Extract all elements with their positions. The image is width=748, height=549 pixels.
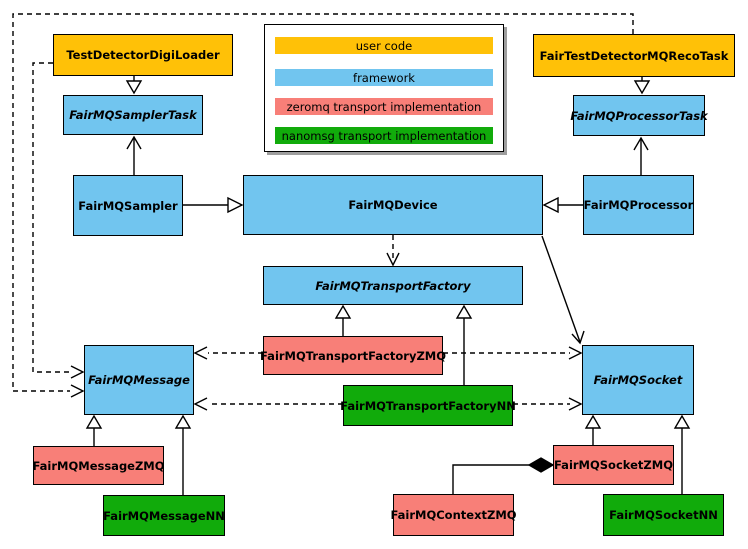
node-fairmqcontextzmq: FairMQContextZMQ [390,494,517,536]
node-fairmqmessagezmq: FairMQMessageZMQ [32,446,165,485]
node-fairmqdevice: FairMQDevice [243,175,543,235]
node-fairmqmessage: FairMQMessage [84,345,194,415]
diamond-socketzmq-context [527,457,555,473]
arrowhead-recotask-message [70,384,85,398]
legend-nanomsg: nanomsg transport implementation [275,127,493,144]
node-fairmqsocketzmq: FairMQSocketZMQ [553,445,674,485]
edge-socketzmq-context [452,464,529,494]
triangle-processortask [633,80,651,95]
triangle-socket-zmq [584,414,602,429]
node-fairmqtransportfactorynn: FairMQTransportFactoryNN [340,385,516,426]
node-fairmqsocket: FairMQSocket [582,345,694,415]
node-fairmqmessagenn: FairMQMessageNN [103,495,225,536]
triangle-factory-nn [455,304,473,319]
legend: user code framework zeromq transport imp… [264,24,504,152]
arrowhead-processor-processortask [633,136,649,151]
arrowhead-sampler-samplertask [126,135,142,150]
triangle-message-zmq [85,414,103,429]
triangle-factory-zmq [334,304,352,319]
arrowhead-device-socket [571,330,585,345]
arrowhead-digiloader-message [70,365,85,379]
legend-zeromq: zeromq transport implementation [275,98,493,115]
legend-framework: framework [275,69,493,86]
arrowhead-factoryzmq-message [193,346,208,360]
triangle-samplertask [125,80,143,95]
node-fairmqsamplertask: FairMQSamplerTask [63,95,203,135]
legend-user-code: user code [275,37,493,54]
triangle-device-left [227,196,244,214]
node-fairmqtransportfactoryzmq: FairMQTransportFactoryZMQ [260,336,446,375]
node-fairmqsocketnn: FairMQSocketNN [603,494,724,536]
edge-device-socket [541,235,581,343]
node-testdetectordigiloader: TestDetectorDigiLoader [53,34,233,76]
node-fairmqprocessortask: FairMQProcessorTask [570,95,708,136]
arrowhead-device-transportfactory [386,252,400,267]
node-fairmqprocessor: FairMQProcessor [583,175,694,235]
triangle-device-right [542,196,559,214]
node-fairmqsampler: FairMQSampler [73,175,183,236]
node-fairtestdetectormqrecotask: FairTestDetectorMQRecoTask [533,34,735,77]
arrowhead-factoryzmq-socket [568,346,583,360]
triangle-message-nn [174,414,192,429]
node-fairmqtransportfactory: FairMQTransportFactory [263,266,523,305]
arrowhead-factorynn-socket [568,397,583,411]
arrowhead-factorynn-message [193,397,208,411]
triangle-socket-nn [673,414,691,429]
